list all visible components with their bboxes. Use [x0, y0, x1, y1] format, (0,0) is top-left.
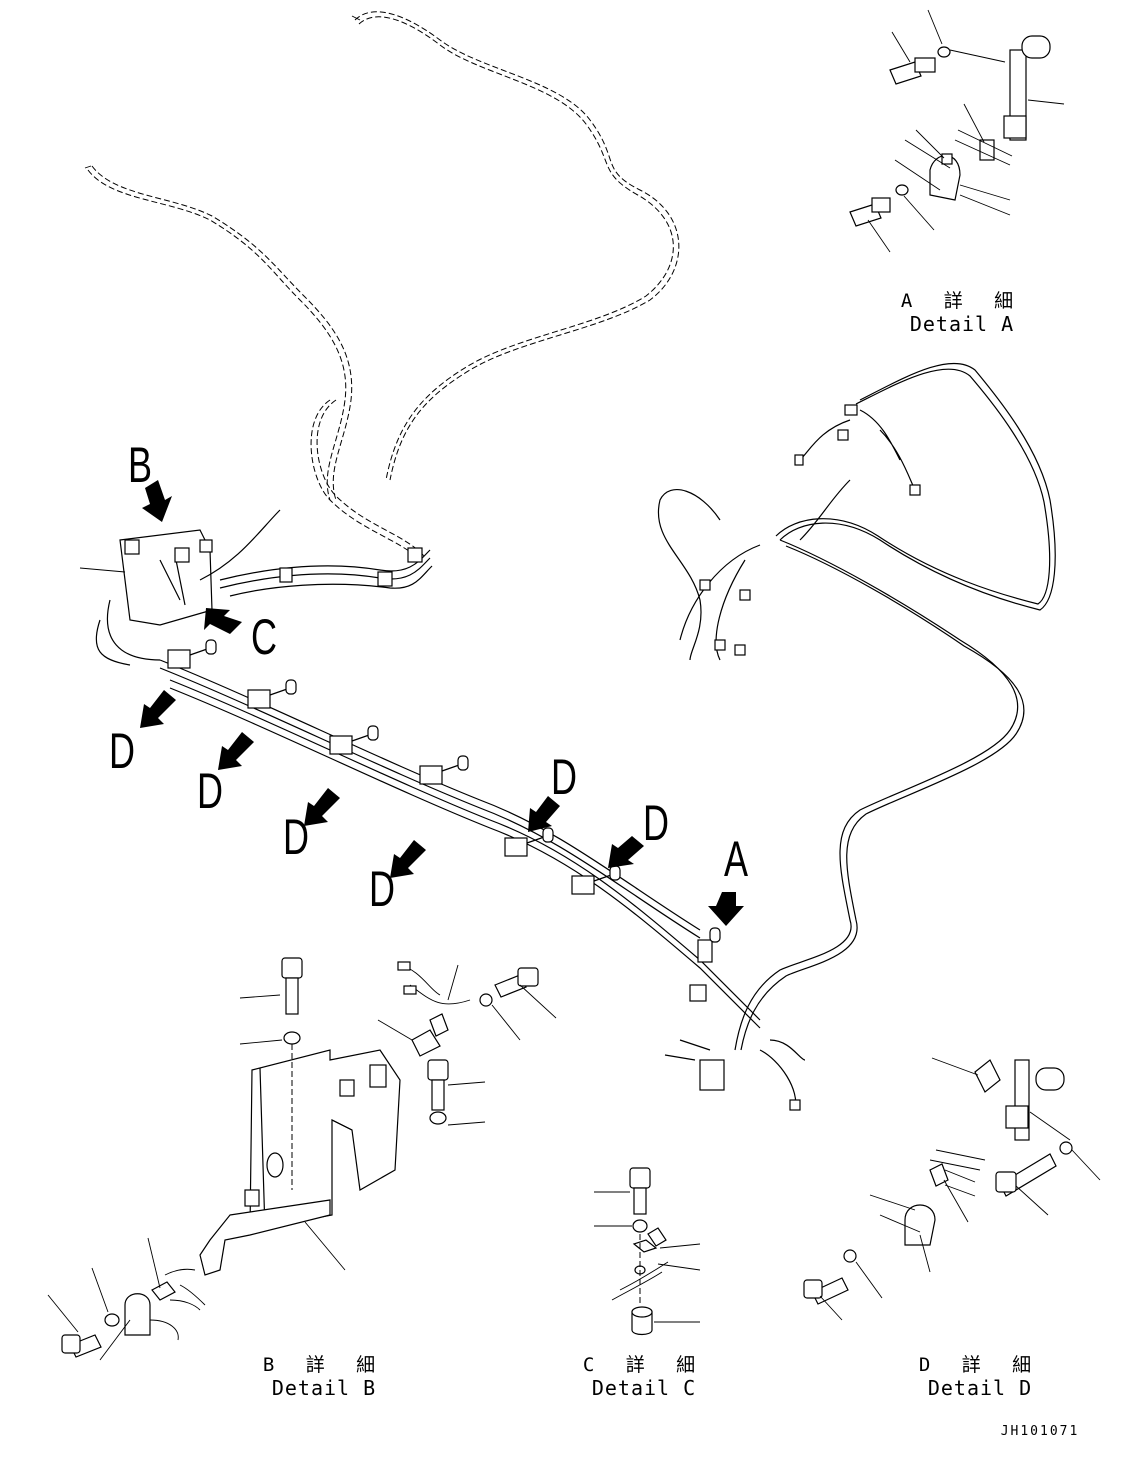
- clamp-a: [689, 927, 721, 1002]
- clamp-5: [504, 827, 554, 857]
- caption-detail-d-ja: D 詳 細: [918, 1354, 1042, 1376]
- caption-detail-a-en: Detail A: [909, 312, 1015, 336]
- drawing-code: JH101071: [1000, 1424, 1080, 1439]
- clamp-1: [167, 639, 217, 669]
- arrow-d-2: [218, 732, 254, 770]
- caption-detail-c-ja: C 詳 細: [582, 1354, 706, 1376]
- caption-detail-a-ja: A 詳 細: [900, 290, 1024, 312]
- arrow-c: [204, 608, 242, 634]
- view-label-a: A: [723, 831, 749, 887]
- detail-b-drawing: [47, 957, 557, 1361]
- arrow-d-5: [528, 796, 560, 832]
- view-label-d-4: D: [368, 861, 395, 917]
- caption-detail-d-en: Detail D: [927, 1376, 1033, 1400]
- view-label-d-1: D: [108, 723, 135, 779]
- arrow-b: [142, 480, 172, 522]
- arrow-d-3: [304, 788, 340, 826]
- caption-detail-c-en: Detail C: [591, 1376, 697, 1400]
- caption-detail-b-en: Detail B: [271, 1376, 377, 1400]
- bracket-b-assembly: [79, 509, 281, 666]
- arrow-d-1: [140, 690, 176, 728]
- upper-harness-dashed: [84, 11, 680, 561]
- view-label-d-3: D: [282, 809, 309, 865]
- caption-detail-b-ja: B 詳 細: [262, 1354, 386, 1376]
- arrow-d-6: [608, 836, 644, 868]
- view-label-d-2: D: [196, 763, 223, 819]
- view-label-d-5: D: [550, 749, 577, 805]
- arrow-d-4: [390, 840, 426, 878]
- detail-a-drawing: [849, 9, 1065, 253]
- clamp-6: [571, 865, 621, 895]
- detail-c-drawing: [594, 1167, 701, 1336]
- right-harness: [657, 362, 1056, 1111]
- view-label-b: B: [127, 437, 153, 493]
- clamp-4: [419, 755, 469, 785]
- arrow-a: [708, 892, 744, 926]
- detail-d-drawing: [803, 1057, 1101, 1321]
- main-tubes: [159, 547, 761, 1029]
- view-label-d-6: D: [642, 795, 669, 851]
- clamp-2: [247, 679, 297, 709]
- view-label-c: C: [250, 609, 277, 665]
- clamp-3: [329, 725, 379, 755]
- view-arrows: [140, 480, 744, 926]
